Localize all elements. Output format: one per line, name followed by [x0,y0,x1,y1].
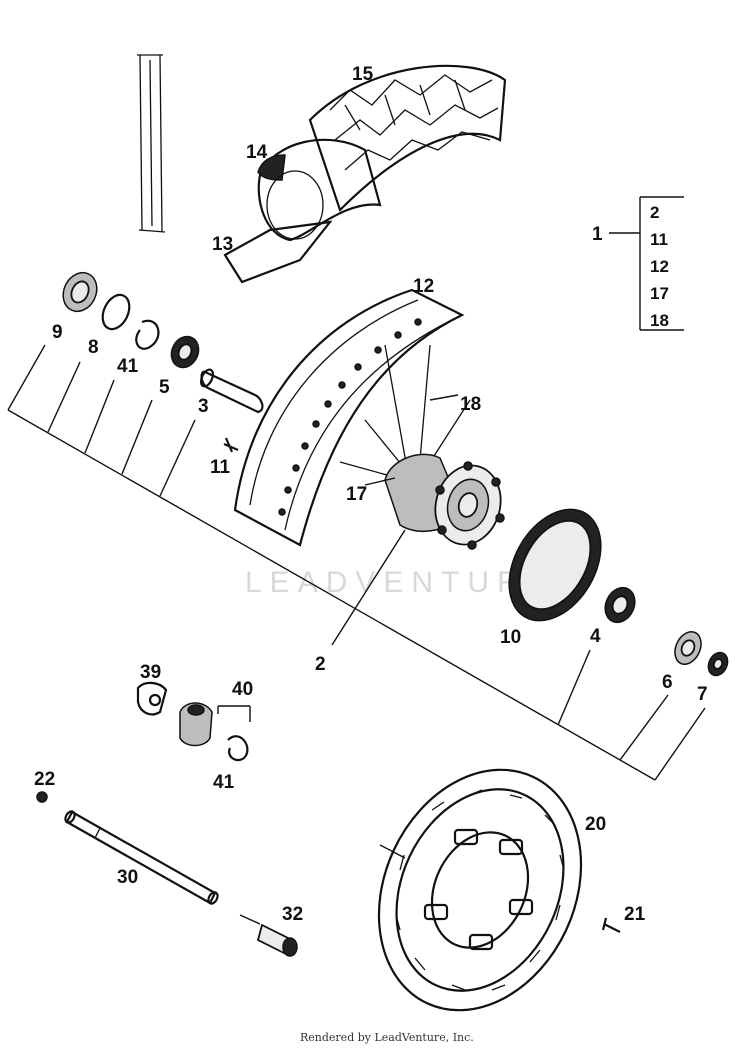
rim-part-12[interactable] [233,288,465,547]
callout-39: 39 [140,662,161,683]
callout-22: 22 [34,769,55,790]
watermark-text: LEADVENTURE [245,566,555,599]
speedo-drive-part-40[interactable] [179,702,213,747]
callout-6: 6 [662,672,673,693]
leader-20 [379,844,406,859]
inner-tube-part[interactable] [257,138,382,242]
kit-item-2: 2 [650,203,659,222]
leader-lines-left [7,344,656,781]
nipple-part-11[interactable] [223,437,239,453]
kit-item-17: 17 [650,284,669,303]
callout-41-bottom: 41 [213,772,235,793]
seal-part-6[interactable] [670,628,706,669]
ring-part-8[interactable] [98,291,135,334]
callout-14: 14 [246,142,268,163]
hub-part-2[interactable] [384,453,509,552]
circlip-part-41-top[interactable] [135,319,160,350]
bearing-part-5[interactable] [166,332,203,372]
footer-credit: Rendered by LeadVenture, Inc. [300,1031,474,1044]
callout-10: 10 [500,627,521,648]
seal-part-9[interactable] [57,267,103,317]
rim-spoke-holes [278,318,422,516]
rim-band-measure [137,54,166,233]
axle-part-30[interactable] [64,810,220,905]
disc-cutouts [423,828,534,951]
leader-lines-right [557,649,706,781]
kit-bracket [609,196,684,331]
callout-7: 7 [697,684,708,705]
leader-32 [239,914,261,925]
nut-part-7[interactable] [705,649,731,678]
disc-slots [395,789,565,991]
callout-21: 21 [624,904,646,925]
callout-11: 11 [210,457,231,478]
bearing-part-4[interactable] [600,583,641,627]
bolt-part-21[interactable] [601,917,621,933]
callout-17: 17 [346,484,367,505]
leader-18 [429,394,459,401]
callout-12: 12 [413,276,434,297]
sprocket-part-10[interactable] [490,493,619,637]
callout-8: 8 [88,337,99,358]
tire-part[interactable] [308,64,507,213]
circlip-part-41-bottom[interactable] [227,735,249,762]
callout-15: 15 [352,64,374,85]
callout-32: 32 [282,904,303,925]
callout-40: 40 [232,679,253,700]
rim-band-part[interactable] [223,220,333,284]
callout-20: 20 [585,814,606,835]
callout-4: 4 [590,626,601,647]
callout-13: 13 [212,234,233,255]
nut-part-22[interactable] [36,791,48,803]
callout-41-top: 41 [117,356,139,377]
callout-30: 30 [117,867,138,888]
callout-18: 18 [460,394,481,415]
kit-item-12: 12 [650,257,669,276]
spacer-part-3[interactable] [199,368,264,414]
tab-washer-part-39[interactable] [136,681,168,716]
leader-17 [364,477,396,486]
brake-disc-part-20[interactable] [341,737,619,1044]
kit-item-11: 11 [650,230,668,249]
leader-2 [331,529,406,646]
callout-3: 3 [198,396,209,417]
callout-9: 9 [52,322,63,343]
callout-5: 5 [159,377,170,398]
kit-label: 1 [592,224,603,245]
kit-item-18: 18 [650,311,669,330]
callout-2: 2 [315,654,326,675]
spacer-part-32[interactable] [256,923,298,957]
